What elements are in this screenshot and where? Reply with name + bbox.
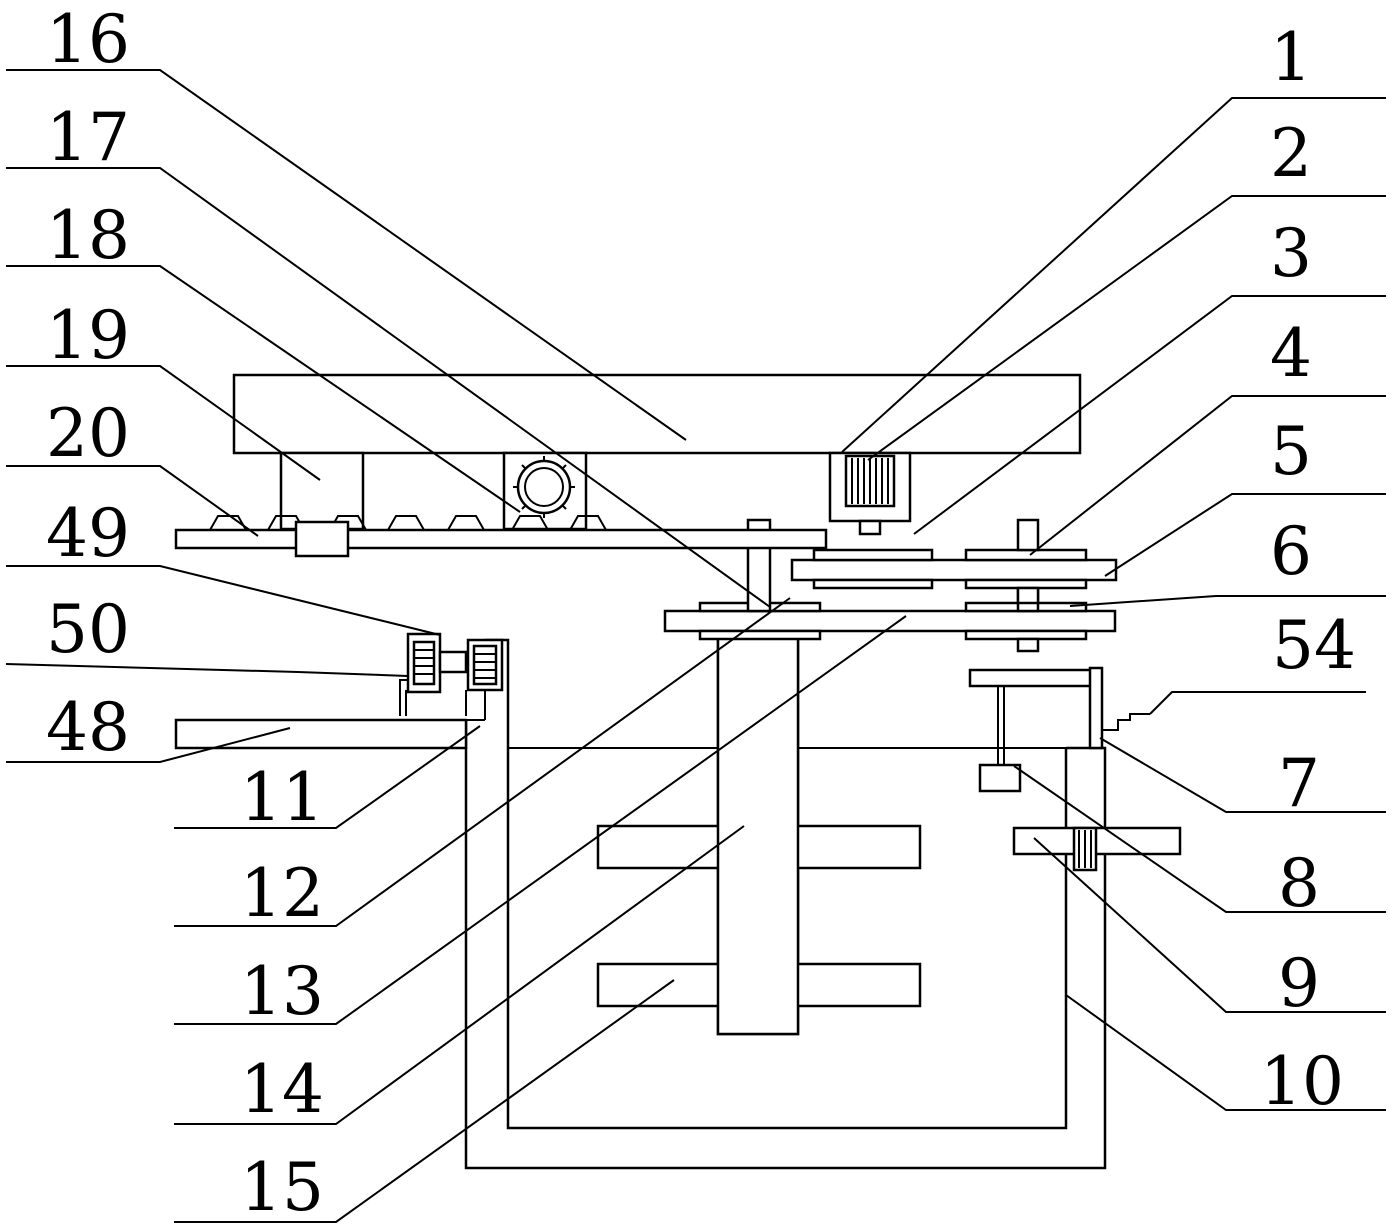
label-17: 17 xyxy=(46,99,130,176)
label-18: 18 xyxy=(46,197,130,274)
reference-numbers: 1 2 3 4 5 6 54 7 8 9 10 16 17 18 19 20 4… xyxy=(46,1,1356,1226)
side-motor xyxy=(399,632,504,716)
sensor-block xyxy=(978,763,1022,793)
label-2: 2 xyxy=(1270,115,1312,192)
label-8: 8 xyxy=(1278,845,1320,922)
label-49: 49 xyxy=(46,495,130,572)
top-plate xyxy=(232,373,1082,455)
label-4: 4 xyxy=(1270,315,1312,392)
label-50: 50 xyxy=(46,591,130,668)
label-11: 11 xyxy=(240,759,324,836)
label-3: 3 xyxy=(1270,215,1312,292)
label-16: 16 xyxy=(46,1,130,78)
rail-slider xyxy=(294,520,350,558)
label-19: 19 xyxy=(46,297,130,374)
right-bracket xyxy=(968,666,1182,872)
label-6: 6 xyxy=(1270,513,1312,590)
label-12: 12 xyxy=(240,855,324,932)
motor xyxy=(828,451,912,536)
gear-housing xyxy=(502,451,588,531)
label-10: 10 xyxy=(1260,1043,1344,1120)
label-48: 48 xyxy=(46,689,130,766)
leader-lines xyxy=(5,69,1386,1223)
label-14: 14 xyxy=(240,1051,324,1128)
shelf xyxy=(174,718,468,750)
support-leg xyxy=(279,451,365,531)
label-1: 1 xyxy=(1270,19,1312,96)
label-9: 9 xyxy=(1278,945,1320,1022)
label-20: 20 xyxy=(46,395,130,472)
label-7: 7 xyxy=(1278,745,1320,822)
label-5: 5 xyxy=(1270,413,1312,490)
rack-rail xyxy=(174,515,828,558)
label-15: 15 xyxy=(240,1149,324,1226)
label-54: 54 xyxy=(1272,607,1356,684)
belt xyxy=(790,558,1118,582)
lower-disc xyxy=(663,609,1117,633)
label-13: 13 xyxy=(240,953,324,1030)
